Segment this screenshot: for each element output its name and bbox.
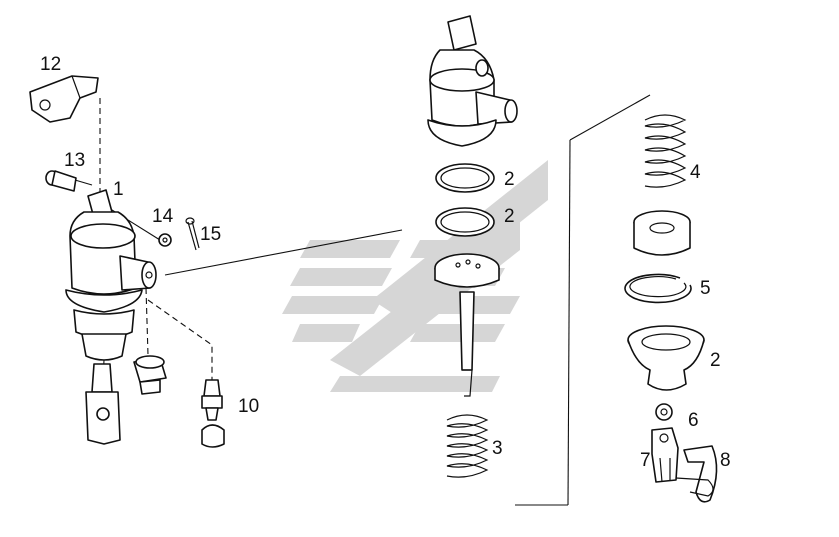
callout-2-boot: 2 <box>710 350 721 371</box>
part-o-ring-2 <box>435 207 495 237</box>
callout-3: 3 <box>492 438 503 459</box>
part-clevis <box>651 427 679 483</box>
callout-6: 6 <box>688 410 699 431</box>
part-sensor <box>201 379 223 421</box>
callout-12: 12 <box>40 54 61 75</box>
part-housing-assembly <box>65 189 157 445</box>
callout-10: 10 <box>238 396 259 417</box>
callout-labels: 12 13 1 14 15 10 2 2 3 4 5 2 6 7 8 <box>40 54 731 471</box>
part-split-pin <box>185 217 200 251</box>
part-spring-clip <box>675 445 718 503</box>
part-piston-valve <box>434 253 500 397</box>
part-bolt <box>45 170 77 192</box>
callout-2-lower-ring: 2 <box>504 206 515 227</box>
callout-7: 7 <box>640 450 651 471</box>
callout-5: 5 <box>700 278 711 299</box>
watermark-logo <box>282 160 548 392</box>
part-boot <box>627 325 705 391</box>
part-washer <box>158 233 172 247</box>
part-spring-cup <box>633 210 691 256</box>
part-o-ring-1 <box>435 163 495 193</box>
part-top-housing <box>427 15 518 147</box>
callout-1: 1 <box>113 179 124 200</box>
callout-15: 15 <box>200 224 221 245</box>
part-sensor-cap <box>201 424 225 448</box>
callout-4: 4 <box>690 162 701 183</box>
part-spring-lower <box>446 414 489 478</box>
callout-14: 14 <box>152 206 174 227</box>
part-circlip <box>624 273 692 304</box>
part-bracket <box>29 75 99 123</box>
part-nut <box>655 403 673 421</box>
part-plug-nut <box>133 355 167 395</box>
part-spring-upper <box>644 114 687 188</box>
callout-2-upper-ring: 2 <box>504 169 515 190</box>
callout-13: 13 <box>64 150 85 171</box>
callout-8: 8 <box>720 450 731 471</box>
